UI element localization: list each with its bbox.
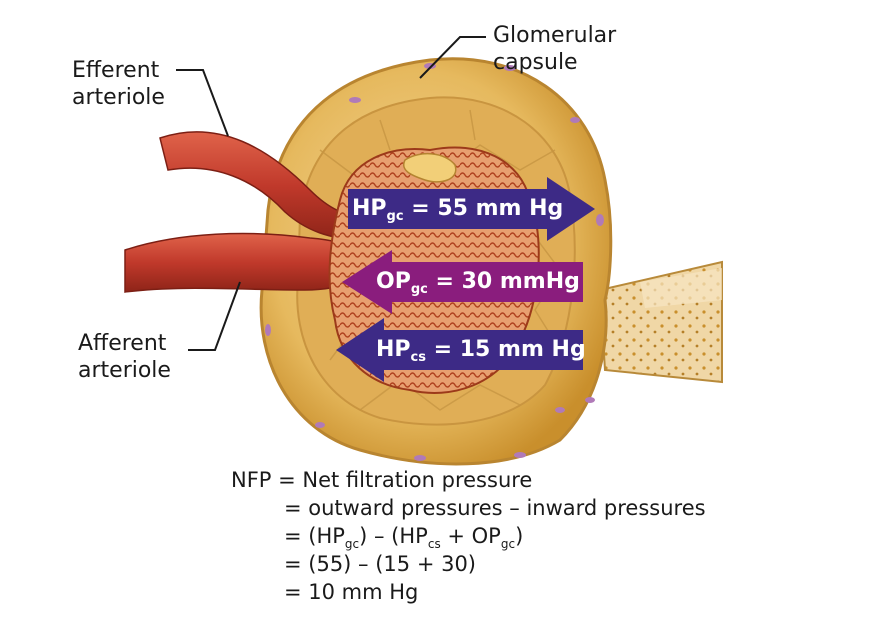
arrow-label-sub: cs xyxy=(410,350,426,365)
arrow-shape-hp-gc xyxy=(348,177,595,241)
equation-line-2: = outward pressures – inward pressures xyxy=(284,496,706,520)
glomerular-capsule-label: Glomerular capsule xyxy=(493,22,616,76)
arrow-shape-op-gc xyxy=(342,250,583,314)
eq3-part-a: = (HP xyxy=(284,524,345,548)
arrow-shape-hp-cs xyxy=(336,318,583,382)
equation-line-5: = 10 mm Hg xyxy=(284,580,419,604)
proximal-tubule xyxy=(598,260,723,384)
arrow-label-op-gc: OPgc = 30 mmHg xyxy=(376,269,580,297)
efferent-label-line1: Efferent xyxy=(72,58,160,83)
arrow-label-sub: gc xyxy=(410,282,428,297)
eq3-part-c: + OP xyxy=(440,524,501,548)
arrow-label-hp-gc: HPgc = 55 mm Hg xyxy=(352,196,564,224)
efferent-label-line2: arteriole xyxy=(72,85,165,110)
equation-line-1: NFP = Net filtration pressure xyxy=(231,468,533,492)
equation-line-4: = (55) – (15 + 30) xyxy=(284,552,477,576)
capsule-label-line2: capsule xyxy=(493,50,578,75)
afferent-label-line1: Afferent xyxy=(78,331,167,356)
leader-lines xyxy=(176,36,486,351)
eq3-sub-a: gc xyxy=(344,537,360,551)
arrow-label-sub: gc xyxy=(386,209,404,224)
arrow-label-rest: = 55 mm Hg xyxy=(403,196,564,221)
capsule-leader-line xyxy=(419,36,486,79)
arrow-label-rest: = 30 mmHg xyxy=(427,269,580,294)
eq3-part-d: ) xyxy=(515,524,524,548)
eq3-sub-b: cs xyxy=(427,537,441,551)
arrow-label-main: HP xyxy=(352,196,387,221)
eq3-part-b: ) – (HP xyxy=(359,524,428,548)
arrow-label-rest: = 15 mm Hg xyxy=(426,337,586,362)
eq3-sub-c: gc xyxy=(500,537,516,551)
afferent-arteriole-label: Afferent arteriole xyxy=(78,330,171,384)
afferent-label-line2: arteriole xyxy=(78,358,171,383)
arrow-label-main: HP xyxy=(376,337,411,362)
equation-line-3: = (HPgc) – (HPcs + OPgc) xyxy=(284,523,524,551)
capsule-label-line1: Glomerular xyxy=(493,23,617,48)
efferent-leader-line xyxy=(176,69,229,137)
efferent-arteriole-label: Efferent arteriole xyxy=(72,57,165,111)
arrow-label-main: OP xyxy=(376,269,411,294)
afferent-leader-line xyxy=(188,281,241,351)
arrow-label-hp-cs: HPcs = 15 mm Hg xyxy=(376,337,586,365)
